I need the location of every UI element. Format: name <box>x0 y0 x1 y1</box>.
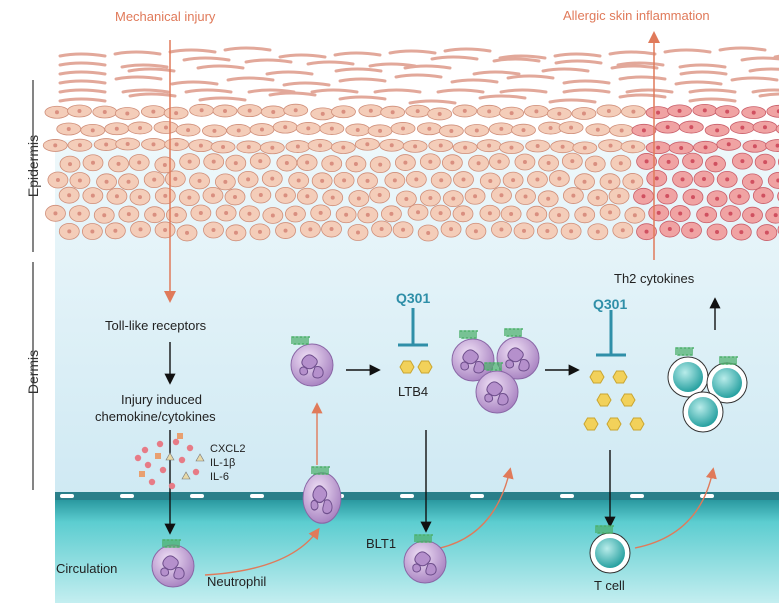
mechanical-injury-label: Mechanical injury <box>115 9 216 24</box>
circulation-label: Circulation <box>56 561 118 576</box>
injury-induced-label: Injury induced <box>121 392 202 407</box>
t-cell-label: T cell <box>594 578 625 593</box>
chemokine-particles <box>134 433 205 490</box>
th2-cytokines-label: Th2 cytokines <box>614 271 695 286</box>
inhibition-icon <box>596 310 626 357</box>
dermis-label: Dermis <box>25 349 41 395</box>
il6-label: IL-6 <box>210 471 229 483</box>
ltb4-label: LTB4 <box>398 384 429 399</box>
inhibition-icon <box>398 308 428 347</box>
cxcl2-label: CXCL2 <box>210 443 246 455</box>
chemokine-cytokines-label: chemokine/cytokines <box>95 409 216 424</box>
il1b-label: IL-1β <box>210 457 236 469</box>
neutrophil-label: Neutrophil <box>207 574 267 589</box>
toll-like-receptors-label: Toll-like receptors <box>105 318 207 333</box>
q301-label-2: Q301 <box>593 296 628 312</box>
q301-label-1: Q301 <box>396 290 431 306</box>
allergic-inflammation-label: Allergic skin inflammation <box>563 8 710 23</box>
blt1-label: BLT1 <box>366 536 397 551</box>
epidermis-label: Epidermis <box>25 134 41 198</box>
epidermis-cells <box>42 46 779 242</box>
